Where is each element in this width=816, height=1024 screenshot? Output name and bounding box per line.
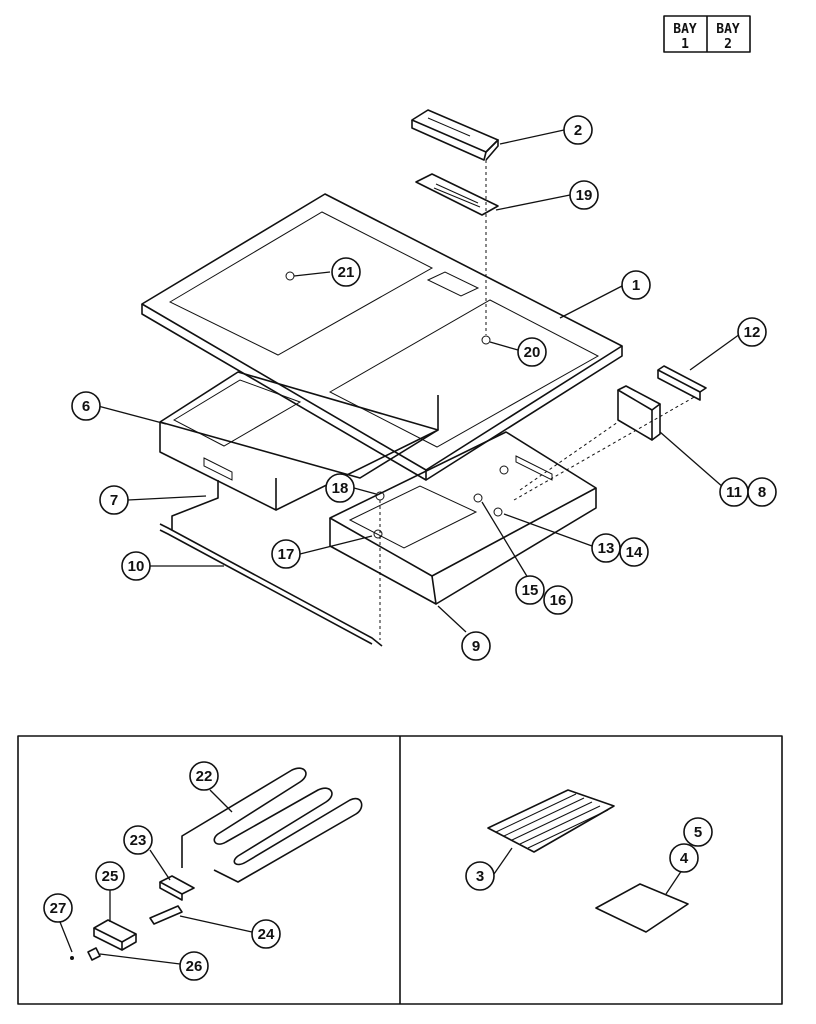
part-19-plate bbox=[415, 173, 499, 216]
part-27-dot bbox=[70, 956, 74, 960]
callout-5: 5 bbox=[683, 817, 713, 847]
svg-text:26: 26 bbox=[186, 958, 203, 975]
callout-14: 14 bbox=[619, 537, 649, 567]
callout-27: 27 bbox=[43, 893, 73, 923]
part-6-left-box bbox=[159, 371, 439, 511]
part-26-piece bbox=[87, 947, 101, 961]
callout-9: 9 bbox=[461, 631, 491, 661]
leader-lines bbox=[59, 129, 741, 965]
callout-10: 10 bbox=[121, 551, 151, 581]
callout-3: 3 bbox=[465, 861, 495, 891]
svg-text:10: 10 bbox=[128, 558, 145, 575]
svg-text:9: 9 bbox=[472, 638, 480, 655]
callout-2: 2 bbox=[563, 115, 593, 145]
bay-1-top: BAY bbox=[673, 22, 697, 37]
bay-2-top: BAY bbox=[716, 22, 740, 37]
svg-text:23: 23 bbox=[130, 832, 147, 849]
callout-19: 19 bbox=[569, 180, 599, 210]
callout-24: 24 bbox=[251, 919, 281, 949]
svg-text:1: 1 bbox=[632, 277, 640, 294]
svg-text:7: 7 bbox=[110, 492, 118, 509]
svg-text:18: 18 bbox=[332, 480, 349, 497]
callout-20: 20 bbox=[517, 337, 547, 367]
svg-text:22: 22 bbox=[196, 768, 213, 785]
svg-text:11: 11 bbox=[726, 484, 742, 501]
part-4-mesh bbox=[595, 883, 689, 933]
part-24-clip bbox=[149, 905, 183, 925]
part-25-block bbox=[93, 919, 137, 951]
svg-text:6: 6 bbox=[82, 398, 90, 415]
svg-text:13: 13 bbox=[598, 540, 615, 557]
svg-text:4: 4 bbox=[680, 850, 689, 867]
callout-11: 11 bbox=[719, 477, 749, 507]
fasteners bbox=[285, 271, 697, 640]
callout-22: 22 bbox=[189, 761, 219, 791]
svg-text:8: 8 bbox=[758, 484, 766, 501]
callout-26: 26 bbox=[179, 951, 209, 981]
bay-1-bottom: 1 bbox=[681, 37, 689, 52]
svg-text:14: 14 bbox=[626, 544, 643, 561]
svg-text:25: 25 bbox=[102, 868, 119, 885]
callout-8: 8 bbox=[747, 477, 777, 507]
svg-text:27: 27 bbox=[50, 900, 67, 917]
part-12-bracket bbox=[657, 365, 707, 401]
callout-16: 16 bbox=[543, 585, 573, 615]
svg-text:17: 17 bbox=[278, 546, 295, 563]
callout-12: 12 bbox=[737, 317, 767, 347]
svg-text:20: 20 bbox=[524, 344, 541, 361]
part-11-switch bbox=[617, 385, 661, 441]
callout-25: 25 bbox=[95, 861, 125, 891]
svg-text:21: 21 bbox=[338, 264, 355, 281]
svg-text:5: 5 bbox=[694, 824, 702, 841]
callout-4: 4 bbox=[669, 843, 699, 873]
callout-6: 6 bbox=[71, 391, 101, 421]
callout-21: 21 bbox=[331, 257, 361, 287]
part-23-plate bbox=[159, 875, 195, 901]
bay-legend: BAY 1 BAY 2 bbox=[663, 15, 751, 53]
svg-text:3: 3 bbox=[476, 868, 484, 885]
callout-17: 17 bbox=[271, 539, 301, 569]
part-7-rod bbox=[171, 480, 219, 530]
bay-2-bottom: 2 bbox=[724, 37, 732, 52]
svg-text:12: 12 bbox=[744, 324, 761, 341]
callout-18: 18 bbox=[325, 473, 355, 503]
callout-7: 7 bbox=[99, 485, 129, 515]
part-9-right-box bbox=[329, 431, 597, 605]
svg-text:16: 16 bbox=[550, 592, 567, 609]
callout-23: 23 bbox=[123, 825, 153, 855]
svg-text:24: 24 bbox=[258, 926, 275, 943]
part-22-heating-element bbox=[181, 767, 363, 883]
part-3-grate bbox=[487, 789, 615, 853]
part-2-housing bbox=[411, 109, 499, 161]
callout-1: 1 bbox=[621, 270, 651, 300]
svg-text:2: 2 bbox=[574, 122, 582, 139]
part-10-element bbox=[159, 523, 383, 647]
callout-13: 13 bbox=[591, 533, 621, 563]
svg-text:15: 15 bbox=[522, 582, 539, 599]
callout-15: 15 bbox=[515, 575, 545, 605]
svg-text:19: 19 bbox=[576, 187, 593, 204]
lower-panels bbox=[17, 735, 783, 1005]
part-1-top-frame bbox=[141, 193, 623, 481]
